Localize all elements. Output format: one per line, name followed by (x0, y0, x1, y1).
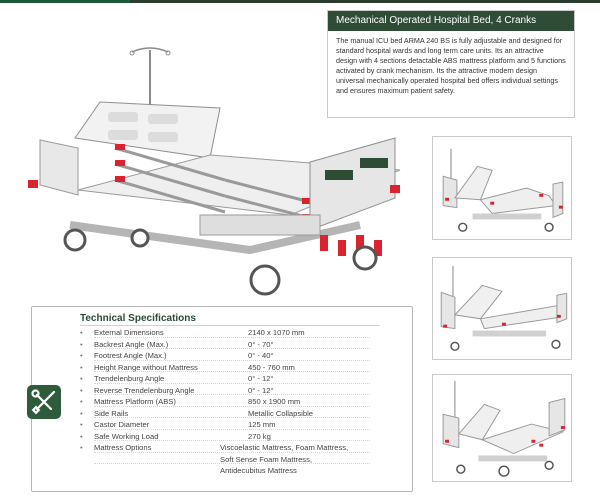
spec-value: 0° - 70° (248, 339, 274, 349)
spec-bullet: • (80, 328, 83, 337)
spec-bullet: • (80, 431, 83, 441)
spec-value: Metallic Collapsible (248, 408, 313, 418)
spec-bullet: • (80, 351, 83, 360)
spec-value: 125 mm (248, 420, 276, 429)
spec-row: • Height Range without Mattress 450 - 760 … (80, 362, 400, 374)
main-bed-image (28, 47, 401, 296)
spec-bullet: • (80, 374, 83, 383)
spec-label: Reverse Trendelenburg Angle (94, 385, 195, 395)
spec-row: • Backrest Angle (Max.) 0° - 70° (80, 339, 400, 351)
thumbnail-bed-perspective (432, 374, 572, 482)
spec-value: 2140 x 1070 mm (248, 328, 305, 337)
spec-row: • External Dimensions 2140 x 1070 mm (80, 327, 400, 339)
spec-bullet: • (80, 397, 83, 406)
description-text: The manual ICU bed ARMA 240 BS is fully … (336, 36, 566, 95)
spec-bullet: • (80, 362, 83, 372)
wrench-screwdriver-icon (27, 385, 61, 419)
spec-row-continuation: Soft Sense Foam Mattress, (80, 454, 400, 466)
spec-bullet: • (80, 385, 83, 395)
spec-bullet: • (80, 420, 83, 429)
spec-row: • Side Rails Metallic Collapsible (80, 408, 400, 420)
spec-value: 0° - 40° (248, 351, 274, 360)
spec-label: Footrest Angle (Max.) (94, 351, 167, 360)
spec-row: • Mattress Options Viscoelastic Mattress, … (80, 442, 400, 454)
top-border-accent (0, 0, 130, 3)
spec-label: Safe Working Load (94, 431, 159, 441)
spec-label: Mattress Platform (ABS) (94, 397, 176, 406)
spec-bullet: • (80, 443, 83, 452)
spec-row: • Trendelenburg Angle 0° - 12° (80, 373, 400, 385)
spec-value: 0° - 12° (248, 385, 274, 395)
thumbnail-image (442, 148, 564, 232)
spec-value: 450 - 760 mm (248, 362, 295, 372)
spec-value: 850 x 1900 mm (248, 397, 301, 406)
thumbnail-image (440, 265, 568, 351)
top-border (0, 0, 600, 3)
spec-label: External Dimensions (94, 328, 164, 337)
specifications-list: • External Dimensions 2140 x 1070 mm • Back… (80, 327, 400, 477)
spec-label: Castor Diameter (94, 420, 150, 429)
spec-label: Trendelenburg Angle (94, 374, 165, 383)
spec-value: 0° - 12° (248, 374, 274, 383)
spec-row: • Castor Diameter 125 mm (80, 419, 400, 431)
specifications-divider (80, 325, 380, 326)
spec-row: • Safe Working Load 270 kg (80, 431, 400, 443)
specifications-title: Technical Specifications (80, 313, 196, 324)
spec-value: 270 kg (248, 431, 271, 441)
spec-bullet: • (80, 339, 83, 349)
spec-row: • Mattress Platform (ABS) 850 x 1900 mm (80, 396, 400, 408)
spec-label: Side Rails (94, 408, 129, 418)
spec-value: Antidecubitus Mattress (220, 466, 297, 475)
spec-value: Viscoelastic Mattress, Foam Mattress, (220, 443, 349, 452)
description-title: Mechanical Operated Hospital Bed, 4 Cran… (328, 11, 574, 31)
spec-row: • Reverse Trendelenburg Angle 0° - 12° (80, 385, 400, 397)
spec-value: Soft Sense Foam Mattress, (220, 454, 313, 464)
thumbnail-image (442, 380, 566, 477)
thumbnail-bed-raised-backrest (432, 136, 572, 240)
spec-bullet: • (80, 408, 83, 418)
spec-row-continuation: Antidecubitus Mattress (80, 465, 400, 477)
spec-row: • Footrest Angle (Max.) 0° - 40° (80, 350, 400, 362)
spec-label: Height Range without Mattress (94, 362, 198, 372)
description-box: Mechanical Operated Hospital Bed, 4 Cran… (327, 10, 575, 118)
thumbnail-bed-tilted (432, 257, 572, 360)
spec-label: Mattress Options (94, 443, 152, 452)
spec-label: Backrest Angle (Max.) (94, 339, 169, 349)
